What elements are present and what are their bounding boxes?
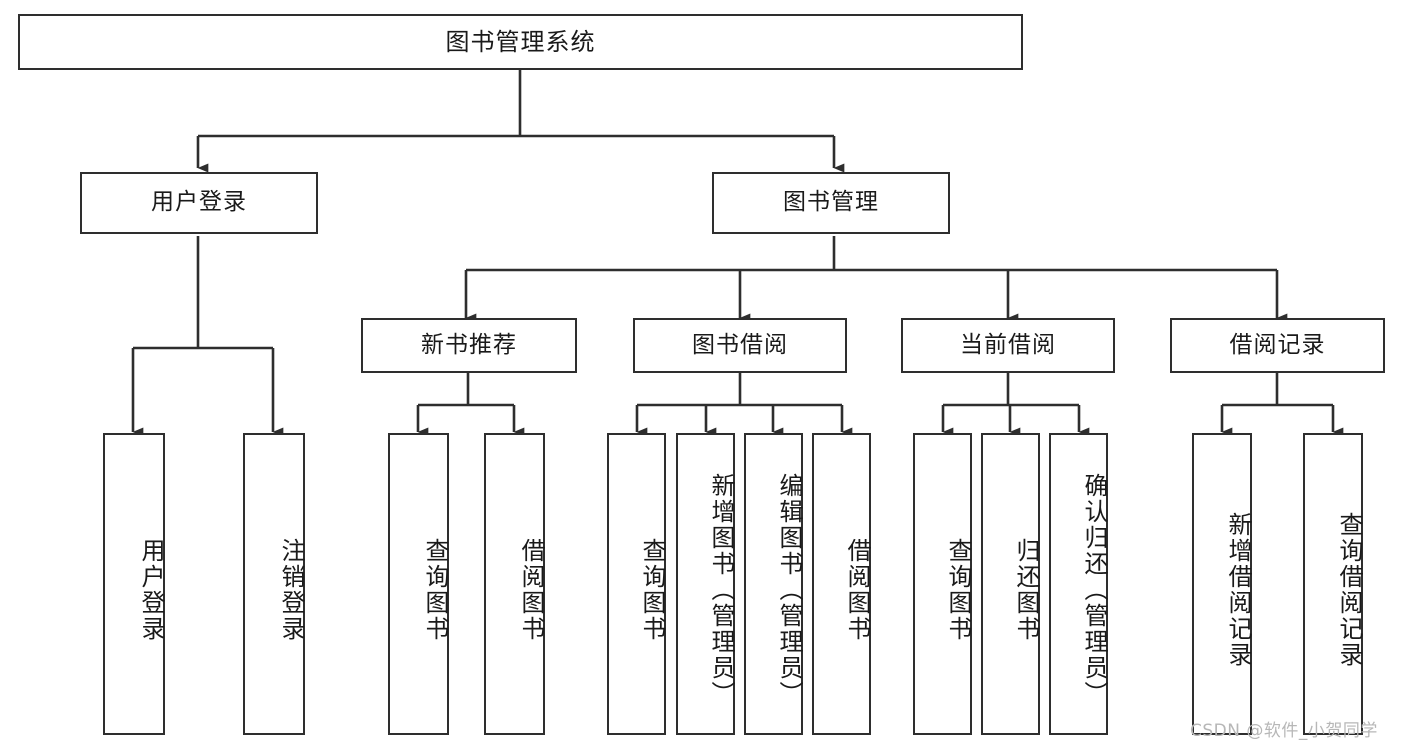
leaf-label: 查询借阅记录 (1335, 512, 1363, 668)
node-book-management[interactable]: 图书管理 (712, 172, 950, 234)
leaf-label: 编辑图书（管理员） (775, 473, 803, 707)
leaf-label: 确认归还（管理员） (1080, 473, 1108, 707)
leaf-return-book[interactable]: 归还图书 (981, 433, 1040, 735)
leaf-borrow-book-newbook[interactable]: 借阅图书 (484, 433, 545, 735)
leaf-add-borrow-record[interactable]: 新增借阅记录 (1192, 433, 1252, 735)
leaf-label: 用户登录 (137, 538, 165, 642)
node-new-book-recommend[interactable]: 新书推荐 (361, 318, 577, 373)
leaf-label: 新增借阅记录 (1224, 512, 1252, 668)
leaf-borrow-book[interactable]: 借阅图书 (812, 433, 871, 735)
leaf-label: 新增图书（管理员） (707, 473, 735, 707)
leaf-query-book-newbook[interactable]: 查询图书 (388, 433, 449, 735)
leaf-label: 查询图书 (638, 538, 666, 642)
leaf-confirm-return-admin[interactable]: 确认归还（管理员） (1049, 433, 1108, 735)
leaf-edit-book-admin[interactable]: 编辑图书（管理员） (744, 433, 803, 735)
leaf-query-book-current[interactable]: 查询图书 (913, 433, 972, 735)
leaf-label: 借阅图书 (517, 538, 545, 642)
node-root[interactable]: 图书管理系统 (18, 14, 1023, 70)
leaf-query-book-borrow[interactable]: 查询图书 (607, 433, 666, 735)
leaf-label: 查询图书 (944, 538, 972, 642)
node-current-borrow[interactable]: 当前借阅 (901, 318, 1115, 373)
csdn-watermark: CSDN @软件_小贺同学 (1190, 721, 1378, 741)
node-user-login[interactable]: 用户登录 (80, 172, 318, 234)
leaf-user-login[interactable]: 用户登录 (103, 433, 165, 735)
node-borrow-record[interactable]: 借阅记录 (1170, 318, 1385, 373)
leaf-query-borrow-record[interactable]: 查询借阅记录 (1303, 433, 1363, 735)
node-book-borrow[interactable]: 图书借阅 (633, 318, 847, 373)
leaf-label: 借阅图书 (843, 538, 871, 642)
leaf-label: 归还图书 (1012, 538, 1040, 642)
leaf-logout[interactable]: 注销登录 (243, 433, 305, 735)
leaf-add-book-admin[interactable]: 新增图书（管理员） (676, 433, 735, 735)
leaf-label: 注销登录 (277, 538, 305, 642)
leaf-label: 查询图书 (421, 538, 449, 642)
